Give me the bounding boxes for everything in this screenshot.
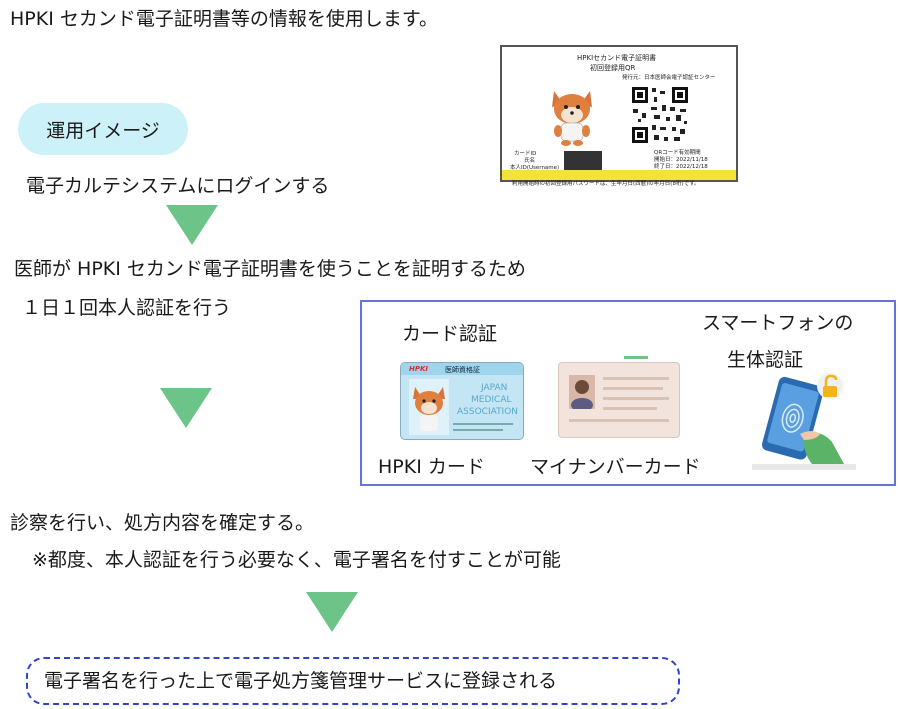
qr-card-start-date: 開始日：2022/11/18 <box>654 157 708 163</box>
mynumber-card-line <box>569 419 669 422</box>
arrow-down-icon <box>166 205 218 245</box>
auth-methods-box: カード認証 スマートフォンの 生体認証 HPKI 医師資格証 JAPAN MED… <box>360 300 896 486</box>
hpki-card-watermark-3: ASSOCIATION <box>457 407 519 417</box>
step-exam-line2: ※都度、本人認証を行う必要なく、電子署名を付すことが可能 <box>32 549 561 571</box>
arrow-down-icon <box>306 592 358 632</box>
mynumber-card-line <box>603 407 657 410</box>
mynumber-card-dash <box>624 356 648 359</box>
final-step-box: 電子署名を行った上で電子処方箋管理サービスに登録される <box>26 657 680 705</box>
mynumber-card-label: マイナンバーカード <box>530 456 701 478</box>
qr-card-issuer: 発行元：日本医師会電子認証センター <box>622 75 716 81</box>
qr-card-field-card-id: カードID <box>514 151 537 157</box>
qr-card-notice: 利用開始時の初回登録用パスワードは、生年月日(西暦)の年月日(8桁)です。 <box>512 181 700 187</box>
smartphone-fingerprint-icon <box>752 373 856 470</box>
mynumber-card-line <box>603 387 663 390</box>
step-exam-line1: 診察を行い、処方内容を確定する。 <box>10 512 315 534</box>
redacted-block <box>564 151 602 171</box>
mascot-icon <box>409 379 449 435</box>
person-photo-icon <box>571 380 593 412</box>
qr-code-icon <box>630 85 690 145</box>
qr-card-field-name: 氏名 <box>524 158 536 164</box>
intro-text: HPKI セカンド電子証明書等の情報を使用します。 <box>10 8 438 30</box>
hpki-card-watermark-2: MEDICAL <box>471 395 512 405</box>
qr-card-subtitle: 初回登録用QR <box>590 64 636 72</box>
hpki-card-watermark-1: JAPAN <box>481 383 508 393</box>
mynumber-card-line <box>603 397 669 400</box>
hpki-card-header <box>401 363 523 375</box>
step-doctor-line1: 医師が HPKI セカンド電子証明書を使うことを証明するため <box>14 258 526 280</box>
qr-card-notice-bar: 利用開始時の初回登録用パスワードは、生年月日(西暦)の年月日(8桁)です。 <box>502 170 736 187</box>
hpki-card-label: HPKI カード <box>378 456 485 478</box>
qr-card-field-user-id: 本人ID(Username) <box>510 165 560 171</box>
mynumber-card-photo <box>569 375 595 412</box>
arrow-down-icon <box>160 388 212 428</box>
mynumber-card-image <box>558 362 680 438</box>
qr-card-end-date: 終了日：2022/12/18 <box>654 164 708 170</box>
hpki-card-brand: HPKI <box>409 365 429 373</box>
operation-image-label: 運用イメージ <box>46 119 160 142</box>
hpki-card-line <box>453 429 503 431</box>
step-doctor-line2: １日１回本人認証を行う <box>22 297 232 319</box>
qr-registration-card: HPKIセカンド電子証明書 初回登録用QR 発行元：日本医師会電子認証センター <box>500 45 738 187</box>
mascot-icon <box>552 91 592 146</box>
operation-image-badge: 運用イメージ <box>18 103 188 155</box>
qr-card-validity-label: QRコード有効期間 <box>654 150 701 156</box>
smartphone-auth-title-line1: スマートフォンの <box>702 312 854 334</box>
step-login: 電子カルテシステムにログインする <box>26 175 330 197</box>
step-final: 電子署名を行った上で電子処方箋管理サービスに登録される <box>44 670 558 692</box>
mynumber-card-line <box>603 377 669 380</box>
smartphone-auth-title-line2: 生体認証 <box>727 349 804 371</box>
qr-card-title: HPKIセカンド電子証明書 <box>577 54 657 62</box>
hpki-card-line <box>453 423 513 425</box>
hpki-card-title: 医師資格証 <box>445 366 480 374</box>
card-auth-title: カード認証 <box>402 323 498 345</box>
hpki-card-image: HPKI 医師資格証 JAPAN MEDICAL ASSOCIATION <box>400 362 524 440</box>
